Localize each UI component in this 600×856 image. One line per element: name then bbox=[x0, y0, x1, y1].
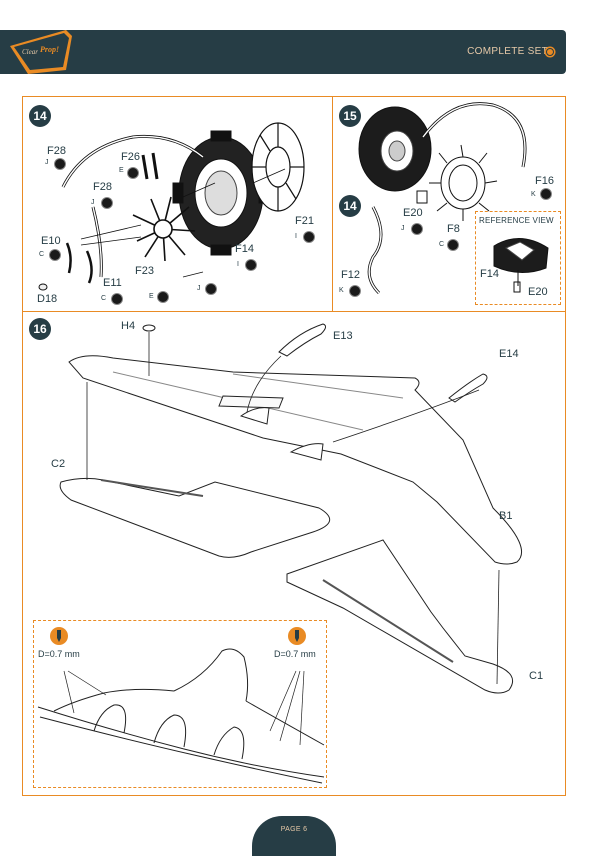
sub-K: K bbox=[531, 191, 536, 198]
page-number: PAGE 6 bbox=[280, 826, 308, 833]
label-F14: F14 bbox=[235, 243, 254, 255]
reference-view-box: REFERENCE VIEW F14 E20 bbox=[475, 211, 561, 305]
label-B1: B1 bbox=[499, 510, 513, 522]
part-knob-icon bbox=[245, 259, 257, 271]
sub-J: J bbox=[91, 199, 95, 206]
label-E10: E10 bbox=[41, 235, 61, 247]
step-14-panel: 14 bbox=[22, 96, 333, 312]
page-tab bbox=[252, 816, 336, 856]
sub-C: C bbox=[39, 251, 45, 258]
reference-label-F14: F14 bbox=[480, 268, 499, 280]
part-knob-icon bbox=[540, 188, 552, 200]
sub-K: K bbox=[339, 287, 344, 294]
part-knob-icon bbox=[157, 291, 169, 303]
reference-label-E20: E20 bbox=[528, 286, 548, 298]
step-15-panel: 15 14 F16 K E20 J F8 C F12 K bbox=[332, 96, 566, 312]
label-F8: F8 bbox=[447, 223, 460, 235]
drill-detail-box: D=0.7 mm D=0.7 mm bbox=[33, 620, 327, 788]
drill-detail-diagram bbox=[37, 648, 325, 784]
part-knob-icon bbox=[127, 167, 139, 179]
label-F28b: F28 bbox=[93, 181, 112, 193]
logo-text: Clear bbox=[22, 48, 38, 56]
part-knob-icon bbox=[349, 285, 361, 297]
sub-J: J bbox=[197, 285, 201, 292]
step-14-diagram bbox=[38, 122, 305, 291]
label-D18: D18 bbox=[37, 293, 58, 305]
sub-C: C bbox=[439, 241, 445, 248]
reference-view-title: REFERENCE VIEW bbox=[479, 216, 554, 225]
part-knob-icon bbox=[303, 231, 315, 243]
label-E14: E14 bbox=[499, 348, 519, 360]
sub-I: I bbox=[237, 261, 239, 268]
sub-E: E bbox=[149, 293, 154, 300]
step-16-diagram bbox=[59, 323, 522, 694]
svg-text:Prop!: Prop! bbox=[40, 45, 59, 54]
header-title: COMPLETE SET bbox=[467, 46, 548, 57]
header-bar bbox=[0, 30, 566, 74]
step-16-panel: 16 bbox=[22, 311, 566, 796]
header-dot-icon bbox=[546, 48, 554, 56]
part-knob-icon bbox=[205, 283, 217, 295]
label-F26: F26 bbox=[121, 151, 140, 163]
label-F16: F16 bbox=[535, 175, 554, 187]
sub-J: J bbox=[45, 159, 49, 166]
sub-I: I bbox=[295, 233, 297, 240]
part-knob-icon bbox=[111, 293, 123, 305]
step-sub-number: 14 bbox=[339, 195, 361, 217]
step-number: 15 bbox=[339, 105, 361, 127]
logo: Clear Prop! bbox=[10, 30, 72, 74]
sub-J: J bbox=[401, 225, 405, 232]
step-number: 16 bbox=[29, 318, 51, 340]
label-F12: F12 bbox=[341, 269, 360, 281]
label-F28: F28 bbox=[47, 145, 66, 157]
part-knob-icon bbox=[447, 239, 459, 251]
sub-C: C bbox=[101, 295, 107, 302]
step-15-diagram bbox=[358, 102, 527, 295]
label-C1: C1 bbox=[529, 670, 544, 682]
label-H4: H4 bbox=[121, 320, 136, 332]
part-knob-icon bbox=[101, 197, 113, 209]
drill-left-icon bbox=[50, 627, 68, 645]
step-number: 14 bbox=[29, 105, 51, 127]
part-knob-icon bbox=[49, 249, 61, 261]
label-C2: C2 bbox=[51, 458, 66, 470]
label-F23: F23 bbox=[135, 265, 154, 277]
drill-right-label: D=0.7 mm bbox=[274, 649, 316, 659]
sub-E: E bbox=[119, 167, 124, 174]
part-knob-icon bbox=[411, 223, 423, 235]
label-F21: F21 bbox=[295, 215, 314, 227]
drill-right-icon bbox=[288, 627, 306, 645]
label-E13: E13 bbox=[333, 330, 353, 342]
label-E20: E20 bbox=[403, 207, 423, 219]
label-E11: E11 bbox=[103, 277, 122, 289]
reference-view-diagram bbox=[493, 238, 549, 293]
drill-left-label: D=0.7 mm bbox=[38, 649, 80, 659]
part-knob-icon bbox=[54, 158, 66, 170]
